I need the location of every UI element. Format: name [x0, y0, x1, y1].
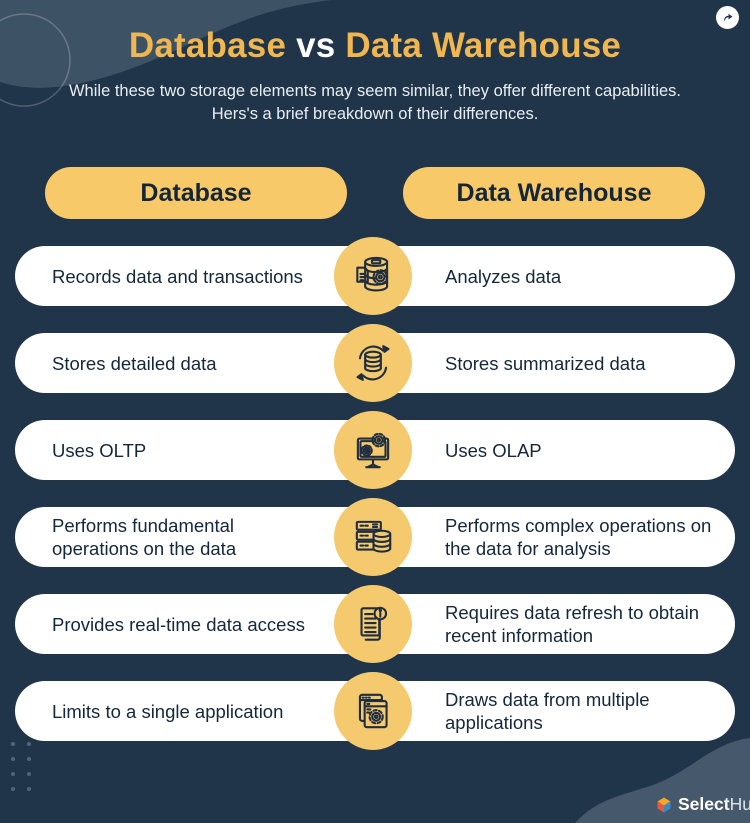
- comparison-row-4: Performs fundamental operations on the d…: [15, 498, 735, 576]
- column-header-database: Database: [45, 167, 347, 219]
- page-title: Database vs Data Warehouse: [0, 26, 750, 66]
- document-info-icon: [360, 606, 388, 641]
- share-arrow-icon: [724, 13, 733, 21]
- title-vs: vs: [296, 26, 336, 65]
- brand-name-bold: Select: [678, 794, 730, 814]
- row-icon-circle: [334, 237, 412, 315]
- subtitle-line-1: While these two storage elements may see…: [68, 82, 681, 100]
- comparison-row-5: Provides real-time data access Requires …: [15, 585, 735, 663]
- row-icon-circle: [334, 585, 412, 663]
- page-subtitle: While these two storage elements may see…: [25, 80, 725, 126]
- server-database-icon: [355, 520, 392, 553]
- database-fact: Records data and transactions: [52, 265, 303, 287]
- windows-gear-icon: [358, 693, 388, 729]
- database-fact: Performs fundamental operations on the d…: [52, 515, 237, 559]
- warehouse-fact: Analyzes data: [445, 265, 562, 287]
- warehouse-fact: Performs complex operations on the data …: [445, 515, 712, 559]
- selecthub-logo: SelectHub: [655, 794, 750, 815]
- row-icon-circle: [334, 498, 412, 576]
- warehouse-fact: Stores summarized data: [445, 352, 646, 374]
- database-fact: Uses OLTP: [52, 439, 147, 461]
- comparison-row-3: Uses OLTP Uses OLAP: [15, 411, 735, 489]
- title-database: Database: [128, 26, 287, 65]
- dot-grid-decoration: [11, 742, 31, 791]
- row-icon-circle: [334, 672, 412, 750]
- warehouse-fact: Requires data refresh to obtain recent i…: [445, 602, 700, 646]
- database-fact: Provides real-time data access: [52, 613, 305, 635]
- subtitle-line-2: Hers's a brief breakdown of their differ…: [211, 105, 539, 123]
- database-refresh-icon: [356, 345, 390, 381]
- comparison-row-6: Limits to a single application Draws dat…: [15, 672, 735, 750]
- warehouse-fact: Uses OLAP: [445, 439, 542, 461]
- monitor-gears-icon: [356, 432, 390, 469]
- share-button[interactable]: [716, 6, 739, 29]
- brand-name-light: Hub: [729, 794, 750, 814]
- comparison-row-2: Stores detailed data Stores summarized d…: [15, 324, 735, 402]
- database-document-gear-icon: [356, 256, 389, 292]
- title-warehouse: Data Warehouse: [345, 26, 622, 65]
- database-fact: Limits to a single application: [52, 700, 284, 722]
- brand-name: SelectHub: [678, 794, 750, 815]
- warehouse-fact: Draws data from multiple applications: [445, 689, 650, 733]
- selecthub-cube-icon: [657, 797, 671, 812]
- database-fact: Stores detailed data: [52, 352, 217, 374]
- row-icon-circle: [334, 324, 412, 402]
- row-icon-circle: [334, 411, 412, 489]
- comparison-row-1: Records data and transactions Analyzes d…: [15, 237, 735, 315]
- column-header-data-warehouse: Data Warehouse: [403, 167, 705, 219]
